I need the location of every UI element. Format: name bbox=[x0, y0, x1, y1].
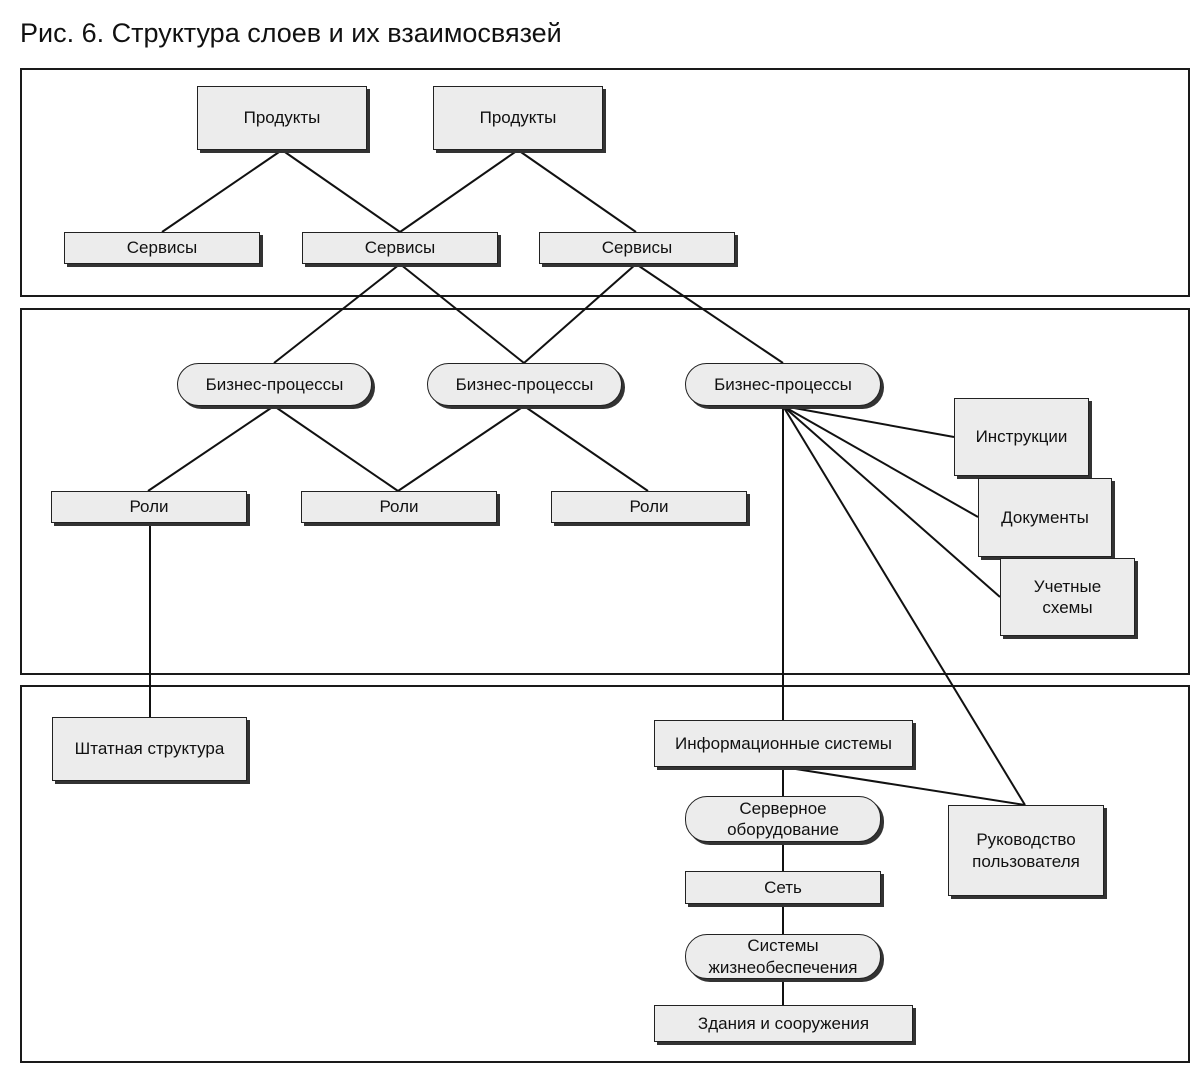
node-documents: Документы bbox=[978, 478, 1112, 557]
node-products-2: Продукты bbox=[433, 86, 603, 150]
edge-bp1-role2 bbox=[273, 405, 399, 492]
edge-product1-service1 bbox=[161, 149, 283, 233]
edge-bp3-user-guide bbox=[782, 405, 1026, 806]
figure-caption: Рис. 6. Структура слоев и их взаимосвязе… bbox=[20, 18, 562, 48]
edge-product1-service2 bbox=[281, 149, 401, 233]
node-staff-structure: Штатная структура bbox=[52, 717, 247, 781]
edge-service3-bp3 bbox=[635, 263, 784, 364]
node-business-process-2: Бизнес-процессы bbox=[427, 363, 622, 406]
node-services-2: Сервисы bbox=[302, 232, 498, 264]
edge-service2-bp2 bbox=[399, 263, 525, 364]
node-business-process-1: Бизнес-процессы bbox=[177, 363, 372, 406]
edge-product2-service3 bbox=[517, 149, 637, 233]
edge-bp2-role2 bbox=[397, 405, 525, 492]
edge-bp1-role1 bbox=[147, 405, 275, 492]
edge-bp3-instructions bbox=[782, 405, 955, 438]
node-instructions: Инструкции bbox=[954, 398, 1089, 476]
edge-bp3-documents bbox=[782, 405, 979, 518]
node-services-1: Сервисы bbox=[64, 232, 260, 264]
node-accounting-schemes: Учетные схемы bbox=[1000, 558, 1135, 636]
edge-service3-bp2 bbox=[523, 263, 637, 364]
node-roles-2: Роли bbox=[301, 491, 497, 523]
node-business-process-3: Бизнес-процессы bbox=[685, 363, 881, 406]
node-roles-1: Роли bbox=[51, 491, 247, 523]
edge-info-systems-user-guide bbox=[782, 766, 1026, 806]
edge-service2-bp1 bbox=[273, 263, 401, 364]
node-user-guide: Руководство пользователя bbox=[948, 805, 1104, 896]
edge-bp3-accounting bbox=[782, 405, 1001, 598]
edge-bp2-role3 bbox=[523, 405, 649, 492]
node-network: Сеть bbox=[685, 871, 881, 904]
node-products-1: Продукты bbox=[197, 86, 367, 150]
node-services-3: Сервисы bbox=[539, 232, 735, 264]
node-buildings: Здания и сооружения bbox=[654, 1005, 913, 1042]
node-roles-3: Роли bbox=[551, 491, 747, 523]
node-life-support-systems: Системы жизнеобеспечения bbox=[685, 934, 881, 979]
node-information-systems: Информационные системы bbox=[654, 720, 913, 767]
edge-product2-service2 bbox=[399, 149, 519, 233]
node-server-equipment: Серверное оборудование bbox=[685, 796, 881, 842]
